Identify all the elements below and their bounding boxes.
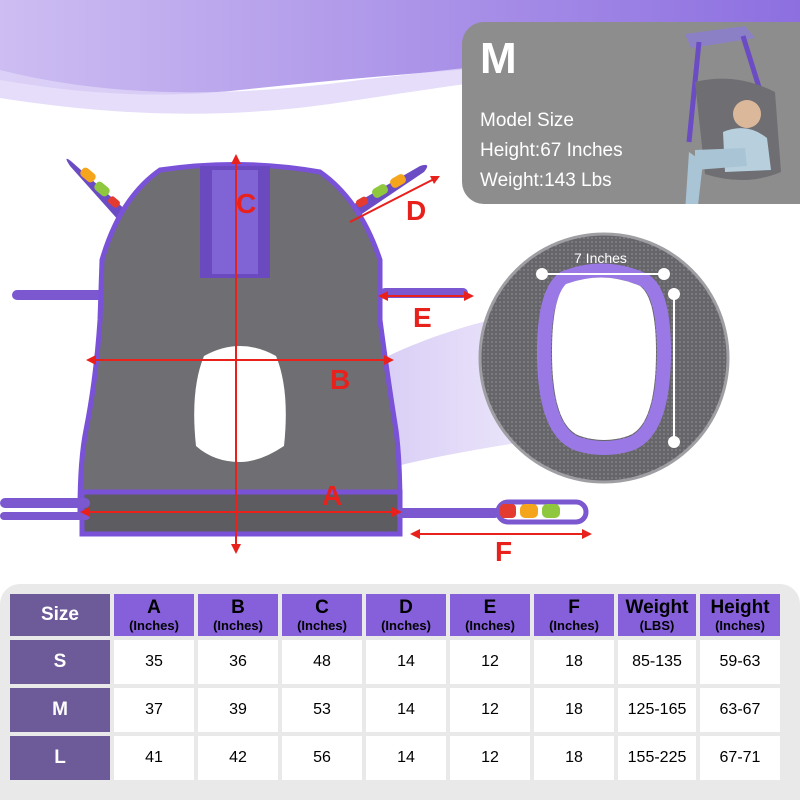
table-cell: 42 bbox=[198, 736, 278, 780]
dimension-letter-f: F bbox=[495, 536, 513, 567]
row-size-m: M bbox=[10, 688, 110, 732]
table-cell: 67-71 bbox=[700, 736, 780, 780]
table-cell: 63-67 bbox=[700, 688, 780, 732]
table-cell: 85-135 bbox=[618, 640, 696, 684]
table-cell: 14 bbox=[366, 688, 446, 732]
table-cell: 39 bbox=[198, 688, 278, 732]
table-row: L 41 42 56 14 12 18 155-225 67-71 bbox=[10, 736, 780, 780]
dimension-letter-e: E bbox=[413, 302, 432, 333]
table-cell: 53 bbox=[282, 688, 362, 732]
sling-illustration bbox=[0, 154, 592, 554]
table-cell: 48 bbox=[282, 640, 362, 684]
model-weight: Weight:143 Lbs bbox=[480, 170, 612, 191]
table-cell: 59-63 bbox=[700, 640, 780, 684]
table-cell: 155-225 bbox=[618, 736, 696, 780]
table-cell: 18 bbox=[534, 640, 614, 684]
table-cell: 35 bbox=[114, 640, 194, 684]
column-header-b: B(Inches) bbox=[198, 594, 278, 636]
size-column-header: Size bbox=[10, 594, 110, 636]
table-cell: 12 bbox=[450, 688, 530, 732]
table-cell: 36 bbox=[198, 640, 278, 684]
model-size-label: Model Size bbox=[480, 110, 574, 131]
seated-person-illustration bbox=[685, 26, 781, 204]
column-header-c: C(Inches) bbox=[282, 594, 362, 636]
column-header-weight: Weight(LBS) bbox=[618, 594, 696, 636]
dimension-letter-d: D bbox=[406, 195, 427, 226]
table-header-row: Size A(Inches) B(Inches) C(Inches) D(Inc… bbox=[10, 594, 780, 636]
model-size-card: M Model Size Height:67 Inches Weight:143… bbox=[462, 22, 800, 204]
table-row: M 37 39 53 14 12 18 125-165 63-67 bbox=[10, 688, 780, 732]
model-height: Height:67 Inches bbox=[480, 140, 623, 161]
table-cell: 41 bbox=[114, 736, 194, 780]
table-cell: 125-165 bbox=[618, 688, 696, 732]
column-header-height: Height(Inches) bbox=[700, 594, 780, 636]
row-size-s: S bbox=[10, 640, 110, 684]
dimension-letter-a: A bbox=[322, 480, 343, 511]
table-cell: 14 bbox=[366, 640, 446, 684]
table-cell: 18 bbox=[534, 736, 614, 780]
dimension-letter-b: B bbox=[330, 364, 351, 395]
detail-height-label: 12 Inches bbox=[632, 360, 648, 421]
column-header-e: E(Inches) bbox=[450, 594, 530, 636]
table-cell: 14 bbox=[366, 736, 446, 780]
table-cell: 18 bbox=[534, 688, 614, 732]
column-header-a: A(Inches) bbox=[114, 594, 194, 636]
table-cell: 56 bbox=[282, 736, 362, 780]
size-chart-table: Size A(Inches) B(Inches) C(Inches) D(Inc… bbox=[6, 590, 784, 784]
dimension-letter-c: C bbox=[236, 188, 257, 219]
detail-width-label: 7 Inches bbox=[574, 250, 627, 266]
column-header-f: F(Inches) bbox=[534, 594, 614, 636]
size-chart-panel: Size A(Inches) B(Inches) C(Inches) D(Inc… bbox=[0, 584, 800, 800]
commode-hole-detail bbox=[478, 232, 730, 484]
table-row: S 35 36 48 14 12 18 85-135 59-63 bbox=[10, 640, 780, 684]
table-cell: 12 bbox=[450, 736, 530, 780]
row-size-l: L bbox=[10, 736, 110, 780]
table-cell: 12 bbox=[450, 640, 530, 684]
column-header-d: D(Inches) bbox=[366, 594, 446, 636]
model-size-letter: M bbox=[480, 34, 517, 83]
table-cell: 37 bbox=[114, 688, 194, 732]
